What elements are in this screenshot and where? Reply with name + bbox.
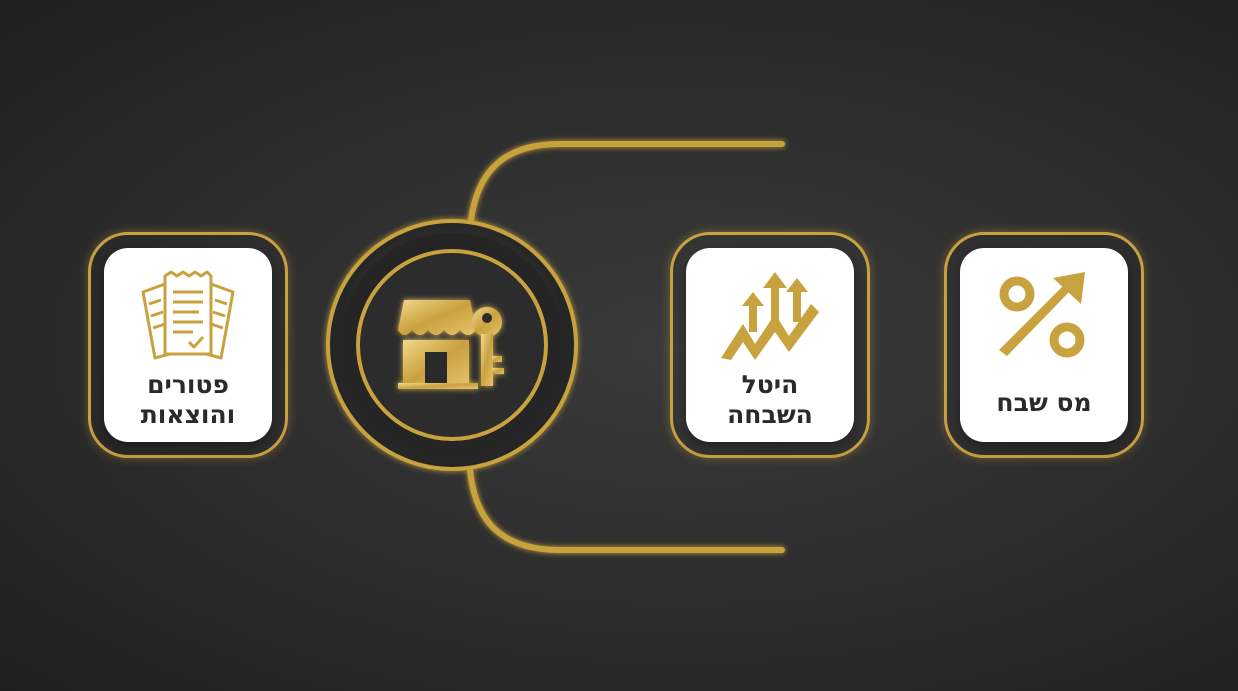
branch-bottom	[467, 467, 785, 553]
card-exemptions-label-line2: והוצאות	[140, 400, 236, 429]
card-exemptions[interactable]: פטורים והוצאות	[88, 232, 288, 458]
card-betterment-levy-label-line1: היטל	[741, 370, 799, 399]
card-capital-gains-tax-label: מס שבח	[996, 388, 1091, 418]
card-exemptions-label-line1: פטורים	[147, 370, 229, 399]
card-capital-gains-tax-inner: מס שבח	[960, 248, 1128, 442]
card-betterment-levy-inner: היטל השבחה	[686, 248, 854, 442]
card-exemptions-label: פטורים והוצאות	[141, 370, 236, 430]
branch-top	[467, 141, 785, 231]
card-betterment-levy-label: היטל השבחה	[727, 370, 813, 430]
card-exemptions-inner: פטורים והוצאות	[104, 248, 272, 442]
card-betterment-levy-label-line2: השבחה	[727, 400, 813, 429]
card-capital-gains-tax[interactable]: מס שבח	[944, 232, 1144, 458]
card-betterment-levy[interactable]: היטל השבחה	[670, 232, 870, 458]
card-capital-gains-tax-label-line1: מס שבח	[996, 388, 1092, 417]
store-key-icon	[398, 300, 504, 389]
percent-arrow-icon	[999, 272, 1085, 358]
growth-arrows-icon	[721, 272, 819, 360]
receipts-icon	[141, 270, 235, 360]
